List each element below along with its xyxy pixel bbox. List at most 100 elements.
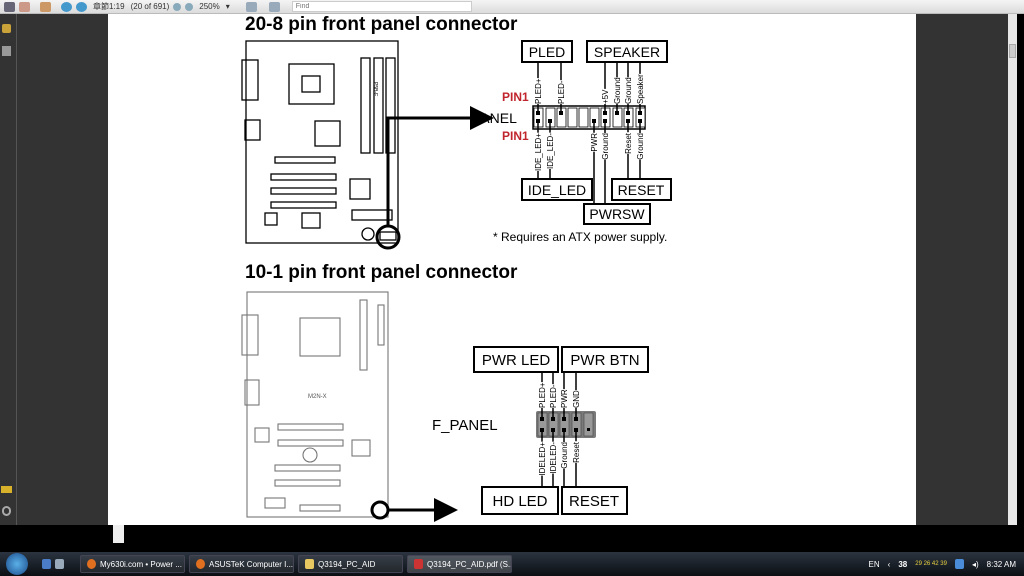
pin bbox=[603, 119, 607, 123]
pin-label: +5V bbox=[601, 89, 610, 104]
label-bg bbox=[601, 88, 610, 104]
pin-slot bbox=[583, 412, 594, 437]
pin-label: PWR bbox=[590, 133, 599, 152]
find-input[interactable] bbox=[291, 1, 472, 12]
panel-connector-diagram: PLED SPEAKER PIN1 PANEL PIN1 PLED+PLED-+… bbox=[472, 40, 672, 244]
bottom-area bbox=[0, 525, 1024, 552]
pin bbox=[540, 428, 544, 432]
network-icon[interactable] bbox=[954, 559, 964, 569]
tray-count[interactable]: 38 bbox=[898, 559, 908, 569]
label-bg bbox=[572, 390, 581, 408]
pointer-arrow bbox=[386, 106, 494, 226]
svg-text:RESET: RESET bbox=[618, 182, 665, 198]
pin-label: Ground bbox=[601, 133, 610, 160]
label-bg bbox=[613, 77, 622, 104]
label-bg bbox=[560, 442, 569, 469]
motherboard2-diagram bbox=[241, 291, 389, 518]
share-icon[interactable] bbox=[40, 1, 51, 12]
pin bbox=[626, 119, 630, 123]
label-bg bbox=[601, 133, 610, 160]
previous-page-icon[interactable] bbox=[61, 1, 72, 12]
attachment-icon[interactable] bbox=[2, 506, 11, 516]
connector-highlight-circle-2 bbox=[370, 500, 390, 520]
label-bg bbox=[549, 441, 558, 474]
scroll-thumb[interactable] bbox=[1009, 44, 1016, 58]
tray-temps[interactable]: 29 26 42 39 bbox=[915, 561, 947, 567]
chapter-field[interactable]: 章節1:19 bbox=[93, 2, 125, 11]
language-indicator[interactable]: EN bbox=[868, 559, 880, 569]
svg-text:RESET: RESET bbox=[569, 493, 619, 510]
pin-label: IDE_LED- bbox=[546, 133, 555, 169]
label-bg bbox=[546, 132, 555, 170]
label-bg bbox=[534, 78, 543, 104]
taskbar-item[interactable]: Q3194_PC_AID bbox=[298, 555, 403, 573]
svg-text:PWR LED: PWR LED bbox=[482, 352, 551, 369]
email-icon[interactable] bbox=[19, 1, 30, 12]
page-info: (20 of 691) bbox=[130, 2, 170, 11]
lock-icon[interactable] bbox=[2, 24, 11, 33]
pin-label: IDELED- bbox=[549, 442, 558, 474]
pin-label: PLED+ bbox=[538, 382, 547, 408]
zoom-in-icon[interactable] bbox=[185, 2, 194, 11]
pin bbox=[574, 428, 578, 432]
volume-icon[interactable]: ◂) bbox=[971, 559, 979, 569]
pin bbox=[551, 417, 555, 421]
pin-label: Ground bbox=[560, 442, 569, 469]
pin-label: IDE_LED+ bbox=[534, 133, 543, 171]
pin bbox=[603, 111, 607, 115]
pin bbox=[559, 111, 563, 115]
pin-label: PLED+ bbox=[534, 78, 543, 104]
pin-slot bbox=[567, 107, 578, 128]
panel-label: PANEL bbox=[472, 110, 517, 126]
start-button[interactable] bbox=[6, 553, 28, 575]
pin bbox=[540, 417, 544, 421]
pin bbox=[615, 111, 619, 115]
pin-label: PWR bbox=[560, 389, 569, 408]
zoom-select[interactable]: 250% bbox=[199, 2, 220, 11]
label-bg bbox=[636, 73, 645, 104]
label-bg bbox=[557, 80, 566, 104]
pin-label: Reset bbox=[572, 441, 581, 463]
chevron-left-icon[interactable]: ‹ bbox=[887, 559, 891, 569]
pages-icon[interactable] bbox=[2, 46, 11, 56]
pin bbox=[536, 111, 540, 115]
svg-text:PWRSW: PWRSW bbox=[589, 206, 645, 222]
pin bbox=[638, 119, 642, 123]
show-desktop-icon[interactable] bbox=[42, 559, 51, 569]
label-bg bbox=[538, 382, 547, 408]
comment-icon[interactable] bbox=[1, 486, 12, 493]
pin-label: PLED- bbox=[557, 80, 566, 104]
label-bg bbox=[624, 77, 633, 104]
svg-text:SPEAKER: SPEAKER bbox=[594, 44, 660, 60]
next-page-icon[interactable] bbox=[76, 1, 87, 12]
clock[interactable]: 8:32 AM bbox=[986, 559, 1016, 569]
svg-text:HD LED: HD LED bbox=[492, 493, 547, 510]
pin-label: Ground bbox=[613, 77, 622, 104]
svg-text:PWR BTN: PWR BTN bbox=[570, 352, 639, 369]
fullscreen-icon[interactable] bbox=[268, 1, 280, 12]
label-bg bbox=[549, 384, 558, 408]
pin-label: Ground bbox=[624, 77, 633, 104]
pin-label: PLED- bbox=[549, 384, 558, 408]
label-bg bbox=[538, 441, 547, 476]
print-icon[interactable] bbox=[4, 1, 15, 12]
zoom-out-icon[interactable] bbox=[173, 2, 182, 11]
pin-label: GND bbox=[572, 390, 581, 408]
svg-text:IDE_LED: IDE_LED bbox=[528, 182, 586, 198]
pin bbox=[548, 119, 552, 123]
pdf-toolbar: 章節1:19 (20 of 691) 250% ▾ bbox=[0, 0, 1024, 14]
chevron-down-icon[interactable]: ▾ bbox=[225, 2, 230, 11]
switch-windows-icon[interactable] bbox=[55, 559, 64, 569]
taskbar: My630i.com • Power ... ASUSTeK Computer … bbox=[0, 552, 1024, 576]
taskbar-item[interactable]: My630i.com • Power ... bbox=[80, 555, 185, 573]
pin bbox=[562, 417, 566, 421]
fit-page-icon[interactable] bbox=[245, 1, 257, 12]
motherboard1-diagram bbox=[241, 40, 399, 244]
taskbar-item[interactable]: ASUSTeK Computer I... bbox=[189, 555, 294, 573]
taskbar-item[interactable]: Q3194_PC_AID.pdf (S... bbox=[407, 555, 512, 573]
label-bg bbox=[560, 389, 569, 408]
vertical-scrollbar[interactable] bbox=[1008, 14, 1017, 525]
pin bbox=[638, 111, 642, 115]
label-bg bbox=[572, 441, 581, 463]
footnote: * Requires an ATX power supply. bbox=[493, 230, 667, 244]
